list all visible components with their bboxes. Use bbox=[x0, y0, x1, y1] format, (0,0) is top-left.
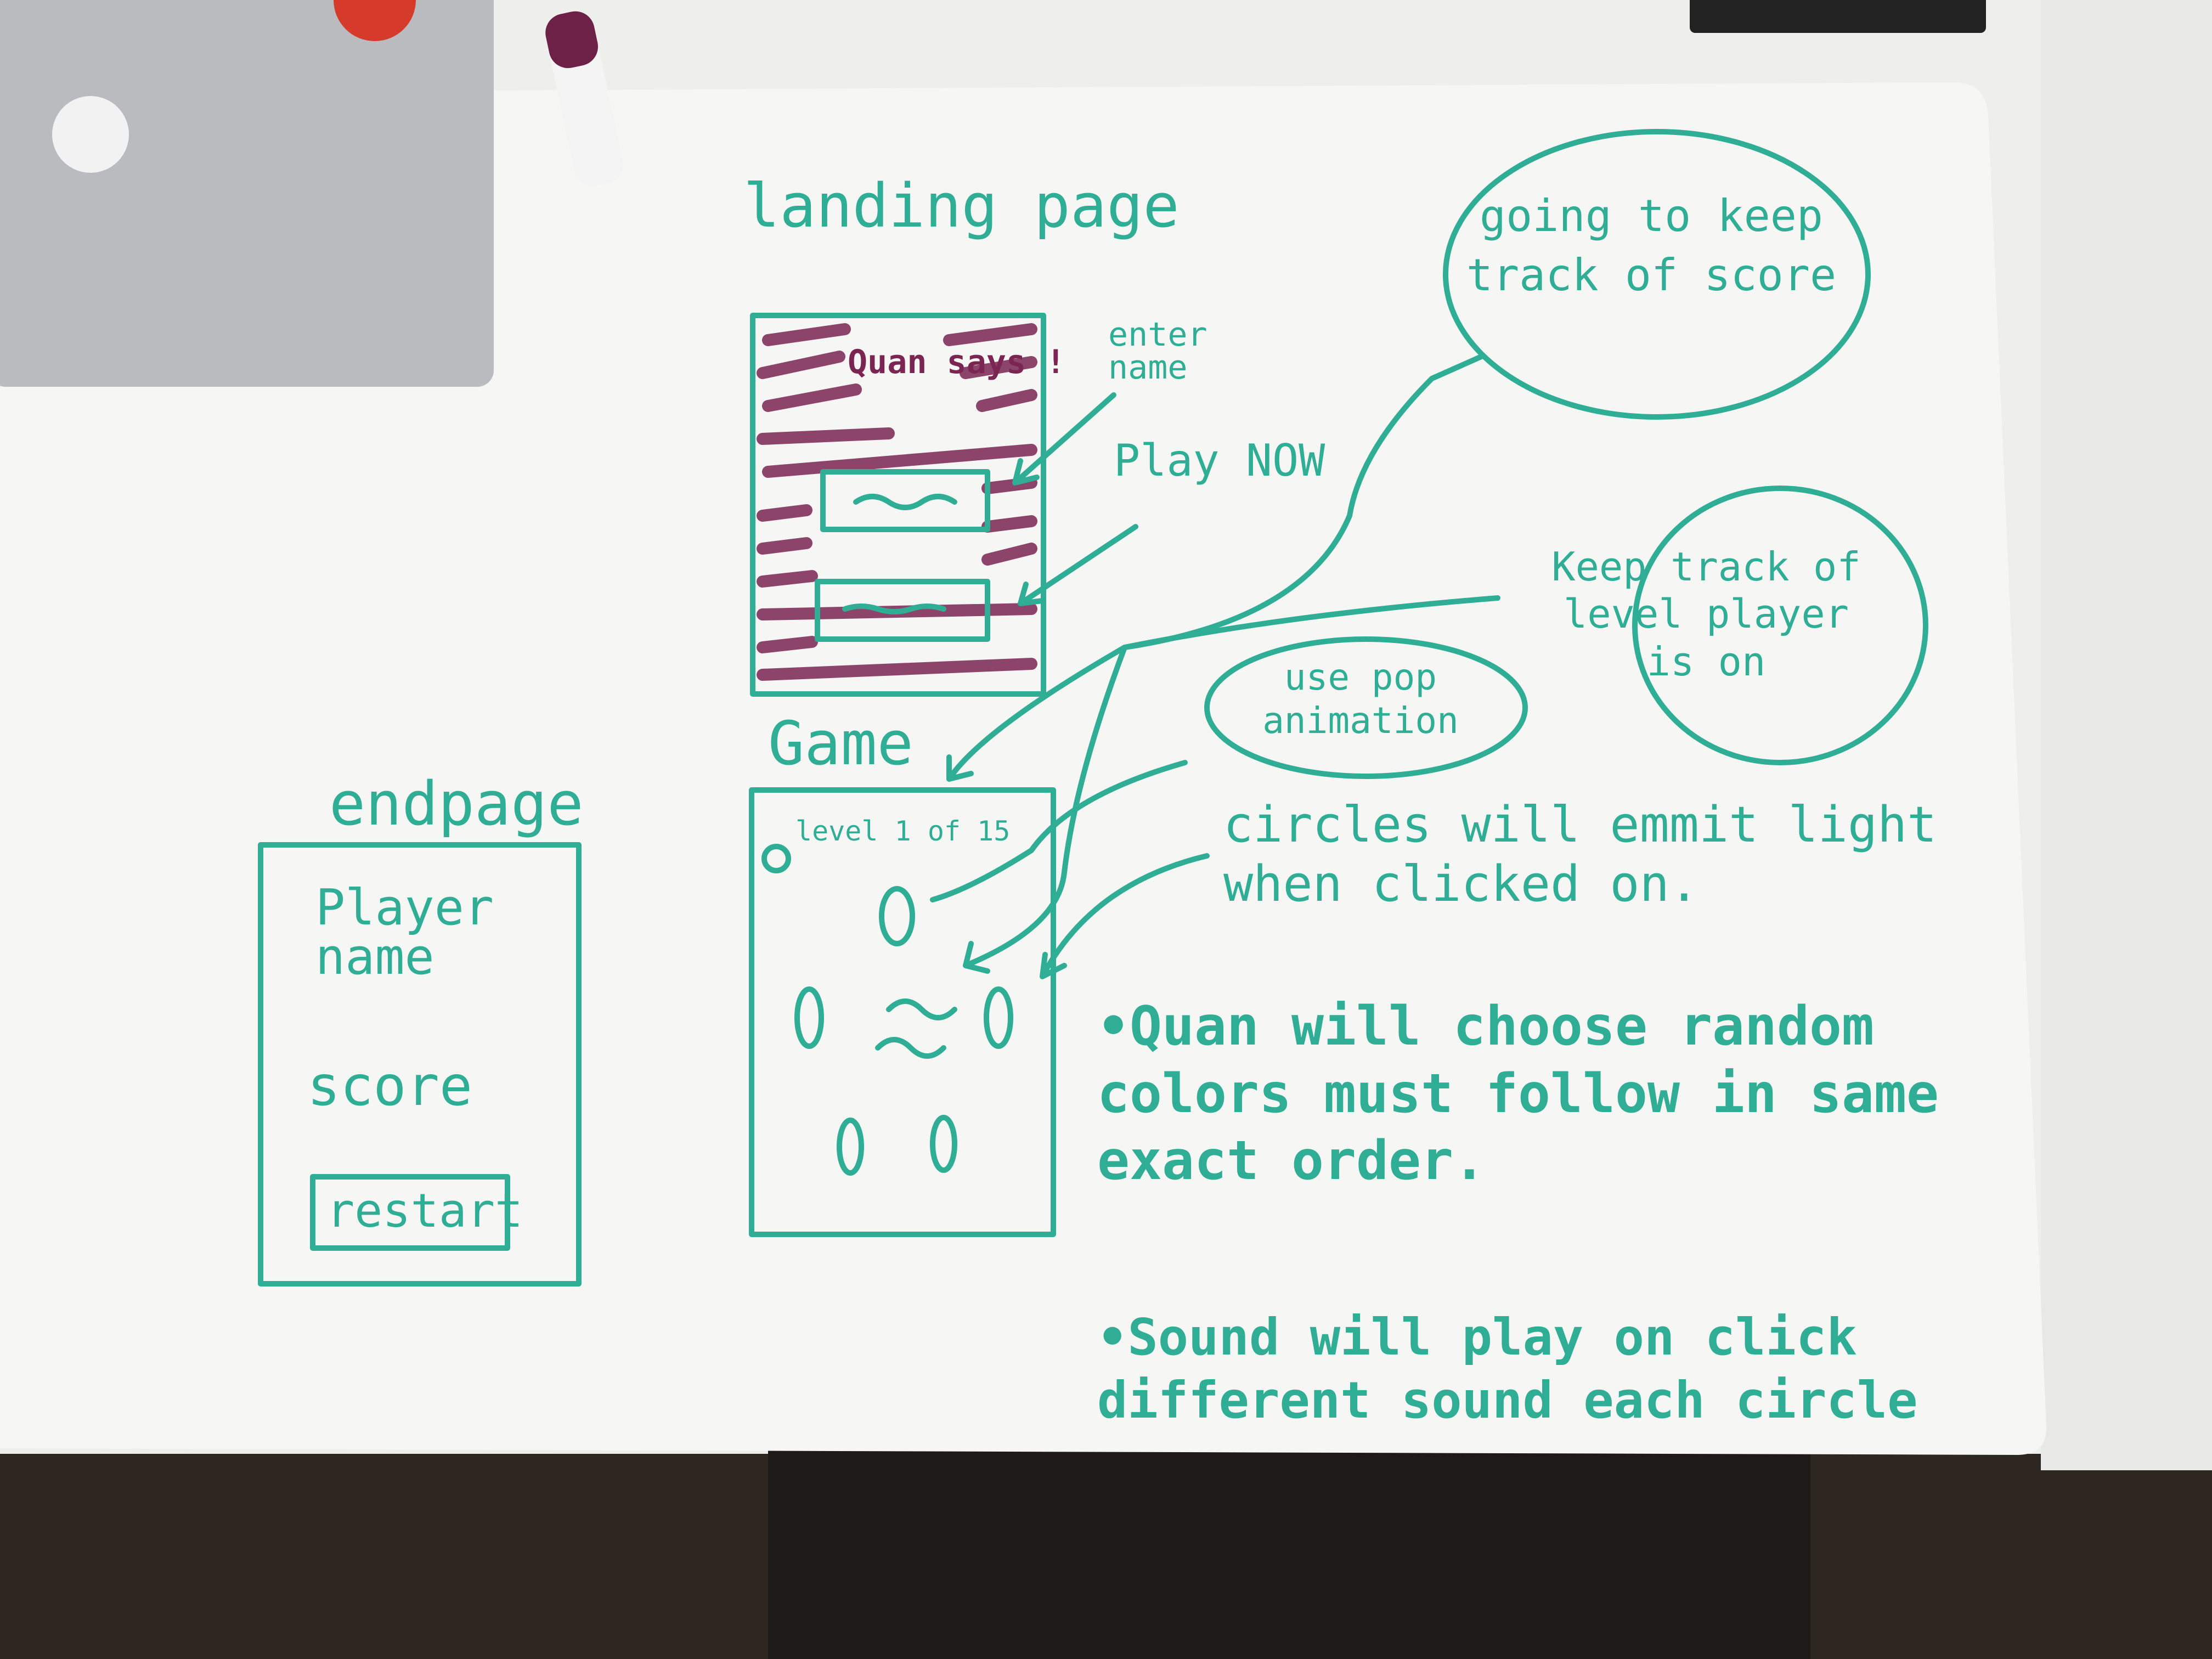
play-now-arrow bbox=[1018, 524, 1138, 606]
sound-wave-icon bbox=[875, 998, 957, 1059]
level-bubble bbox=[1632, 486, 1928, 765]
landing-scribble bbox=[757, 323, 1037, 681]
level-bubble-text: Keep track of level player is on bbox=[1551, 544, 1861, 685]
score-label: score bbox=[307, 1054, 473, 1118]
restart-button-sketch bbox=[310, 1174, 510, 1251]
circles-note: circles will emmit light when clicked on… bbox=[1223, 796, 1937, 913]
landing-frame bbox=[750, 313, 1046, 697]
name-input-sketch bbox=[820, 469, 990, 532]
play-button-sketch bbox=[815, 579, 990, 642]
enter-name-arrow bbox=[1012, 392, 1116, 486]
play-now-note: Play NOW bbox=[1114, 435, 1325, 486]
score-arrow bbox=[946, 354, 1484, 782]
pop-arrow bbox=[930, 760, 1188, 902]
person-legs bbox=[768, 1448, 1810, 1659]
game-circle-1 bbox=[879, 886, 915, 946]
game-circle-5 bbox=[930, 1115, 957, 1173]
landing-wireframe-text: Quan says ! bbox=[848, 343, 1066, 381]
score-bubble bbox=[1443, 129, 1871, 420]
marker-icon bbox=[545, 11, 623, 187]
level-badge-icon bbox=[761, 844, 791, 873]
score-bubble-text: going to keep track of score bbox=[1466, 190, 1837, 301]
apple-logo-icon bbox=[52, 96, 129, 173]
game-circle-4 bbox=[837, 1118, 864, 1176]
whiteboard bbox=[0, 82, 2047, 1455]
player-name-label: Player name bbox=[315, 879, 494, 986]
enter-name-note: enter name bbox=[1108, 315, 1207, 387]
game-circle-3 bbox=[984, 986, 1013, 1049]
game-circle-2 bbox=[794, 986, 824, 1049]
landing-title: landing page bbox=[743, 171, 1180, 241]
game-title: Game bbox=[768, 708, 913, 778]
circles-arrow bbox=[1040, 853, 1210, 979]
random-note: •Quan will choose random colors must fol… bbox=[1097, 995, 1939, 1192]
end-title: endpage bbox=[329, 769, 584, 839]
sound-note: •Sound will play on click different soun… bbox=[1097, 1308, 1918, 1430]
restart-label: restart bbox=[326, 1184, 523, 1238]
level-label: level 1 of 15 bbox=[795, 815, 1011, 847]
level-arrow bbox=[963, 595, 1500, 974]
end-frame bbox=[258, 842, 582, 1286]
laptop bbox=[0, 0, 494, 387]
pop-bubble-text: use pop animation bbox=[1262, 656, 1459, 742]
pop-bubble bbox=[1204, 636, 1528, 779]
sticker-icon bbox=[334, 0, 416, 41]
game-frame bbox=[749, 787, 1056, 1237]
table-edge-right bbox=[2041, 0, 2212, 1470]
notebook-icon bbox=[1690, 0, 1986, 33]
